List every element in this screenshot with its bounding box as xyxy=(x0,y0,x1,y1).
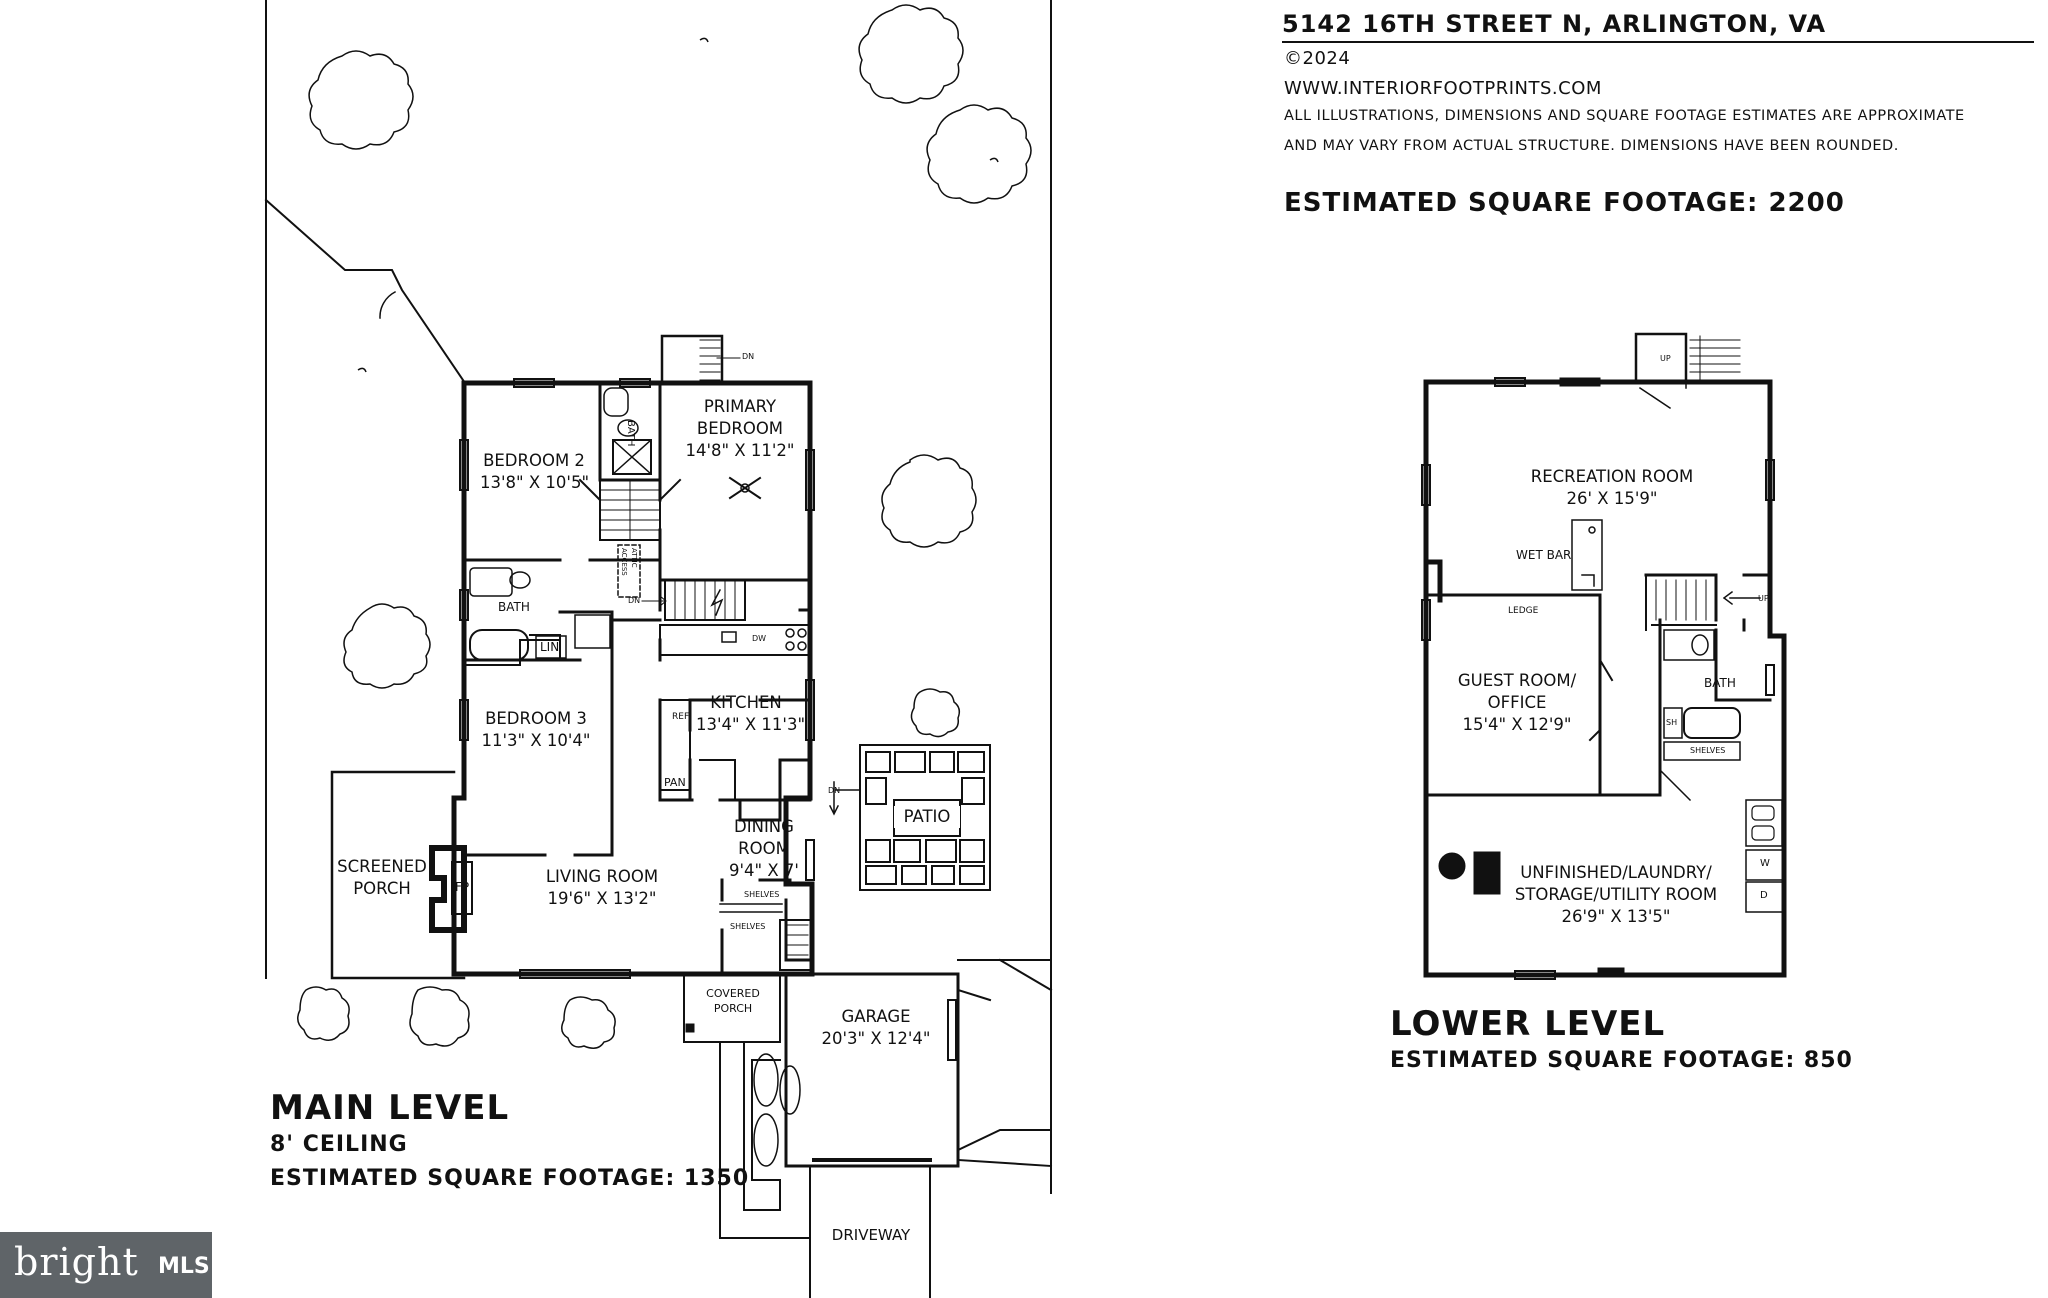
copyright: ©2024 xyxy=(1284,48,1351,69)
room-dims: 20'3" X 12'4" xyxy=(821,1029,931,1048)
lower-level-title: LOWER LEVEL xyxy=(1390,1004,1666,1044)
room-name: PRIMARY xyxy=(703,397,777,416)
label-refrigerator: REF xyxy=(672,712,690,722)
room-name: COVERED xyxy=(706,987,760,1000)
label-primary-bath: BATH xyxy=(625,420,636,447)
label-up-top: UP xyxy=(1660,354,1671,363)
room-name: GARAGE xyxy=(841,1007,911,1026)
lower-bath-label: BATH xyxy=(1704,676,1736,690)
room-dims: 15'4" X 12'9" xyxy=(1462,715,1572,734)
room-dining: DINING ROOM 9'4" X 7' xyxy=(722,816,806,882)
room-utility: UNFINISHED/LAUNDRY/ STORAGE/UTILITY ROOM… xyxy=(1500,862,1732,928)
room-name: KITCHEN xyxy=(710,693,782,712)
room-name: DINING xyxy=(734,817,794,836)
room-covered-porch: COVERED PORCH xyxy=(690,986,776,1016)
total-square-footage: ESTIMATED SQUARE FOOTAGE: 2200 xyxy=(1284,188,1845,218)
label-bath: BATH xyxy=(498,600,530,614)
room-kitchen: KITCHEN 13'4" X 11'3" xyxy=(696,692,806,736)
label-down-patio: DN xyxy=(828,786,841,795)
room-name: UNFINISHED/LAUNDRY/ xyxy=(1520,863,1712,882)
room-patio: PATIO xyxy=(894,806,960,828)
label-attic: ATTIC xyxy=(630,548,638,568)
label-up-stair: UP xyxy=(1758,594,1769,603)
room-name: LIVING ROOM xyxy=(545,867,659,886)
room-primary-bedroom: PRIMARY BEDROOM 14'8" X 11'2" xyxy=(680,396,800,462)
main-level-sqft: ESTIMATED SQUARE FOOTAGE: 1350 xyxy=(270,1166,750,1191)
website: WWW.INTERIORFOOTPRINTS.COM xyxy=(1284,78,1602,99)
bright-mls-logo: bright MLS xyxy=(0,1232,212,1298)
label-dishwasher: DW xyxy=(752,634,767,643)
room-dims: 13'4" X 11'3" xyxy=(696,715,806,734)
room-name: GUEST ROOM/ xyxy=(1457,671,1577,690)
logo-brand: bright xyxy=(14,1240,139,1284)
lower-level-sqft: ESTIMATED SQUARE FOOTAGE: 850 xyxy=(1390,1048,1853,1073)
room-screened-porch: SCREENED PORCH xyxy=(334,856,430,900)
room-name-2: PORCH xyxy=(353,879,411,898)
room-guest-office: GUEST ROOM/ OFFICE 15'4" X 12'9" xyxy=(1452,670,1582,736)
label-access: ACCESS xyxy=(620,548,628,576)
room-bedroom-3: BEDROOM 3 11'3" X 10'4" xyxy=(480,708,592,752)
main-level-ceiling: 8' CEILING xyxy=(270,1132,408,1157)
room-garage: GARAGE 20'3" X 12'4" xyxy=(816,1006,936,1050)
room-name: SCREENED xyxy=(337,857,427,876)
room-bedroom-2: BEDROOM 2 13'8" X 10'5" xyxy=(480,450,590,494)
room-dims: 9'4" X 7' xyxy=(729,861,799,880)
label-fireplace: FP xyxy=(455,880,470,894)
driveway-label: DRIVEWAY xyxy=(831,1226,911,1244)
label-down-top: DN xyxy=(742,352,755,361)
logo-suffix: MLS xyxy=(158,1254,210,1279)
room-dims: 19'6" X 13'2" xyxy=(547,889,657,908)
disclaimer-line-2: AND MAY VARY FROM ACTUAL STRUCTURE. DIME… xyxy=(1284,138,1899,154)
header-rule xyxy=(1282,41,2034,43)
room-name-2: OFFICE xyxy=(1487,693,1547,712)
room-dims: 14'8" X 11'2" xyxy=(685,441,795,460)
disclaimer-line-1: ALL ILLUSTRATIONS, DIMENSIONS AND SQUARE… xyxy=(1284,108,1965,124)
main-level-title: MAIN LEVEL xyxy=(270,1088,510,1128)
label-shelves-1: SHELVES xyxy=(744,890,780,899)
room-name-2: ROOM xyxy=(738,839,790,858)
room-name: BEDROOM 2 xyxy=(483,451,585,470)
room-living: LIVING ROOM 19'6" X 13'2" xyxy=(540,866,664,910)
room-name: BEDROOM 3 xyxy=(485,709,587,728)
label-ledge: LEDGE xyxy=(1508,606,1539,616)
room-dims: 26'9" X 13'5" xyxy=(1561,907,1671,926)
label-down-stair: DN xyxy=(628,596,641,605)
label-wet-bar: WET BAR xyxy=(1516,548,1572,562)
room-dims: 13'8" X 10'5" xyxy=(480,473,590,492)
room-name-2: STORAGE/UTILITY ROOM xyxy=(1514,885,1718,904)
label-linen: LIN xyxy=(540,640,560,654)
label-washer: W xyxy=(1760,858,1770,869)
label-shower: SH xyxy=(1666,718,1678,727)
room-name: RECREATION ROOM xyxy=(1530,467,1694,486)
label-dryer: D xyxy=(1760,890,1768,901)
label-shelves: SHELVES xyxy=(1690,746,1726,755)
room-recreation: RECREATION ROOM 26' X 15'9" xyxy=(1520,466,1704,510)
room-dims: 11'3" X 10'4" xyxy=(481,731,591,750)
property-address: 5142 16TH STREET N, ARLINGTON, VA xyxy=(1282,10,1827,38)
label-shelves-2: SHELVES xyxy=(730,922,766,931)
room-name-2: PORCH xyxy=(713,1002,753,1015)
label-pantry: PAN xyxy=(664,776,686,789)
room-name-2: BEDROOM xyxy=(696,419,784,438)
room-dims: 26' X 15'9" xyxy=(1566,489,1658,508)
